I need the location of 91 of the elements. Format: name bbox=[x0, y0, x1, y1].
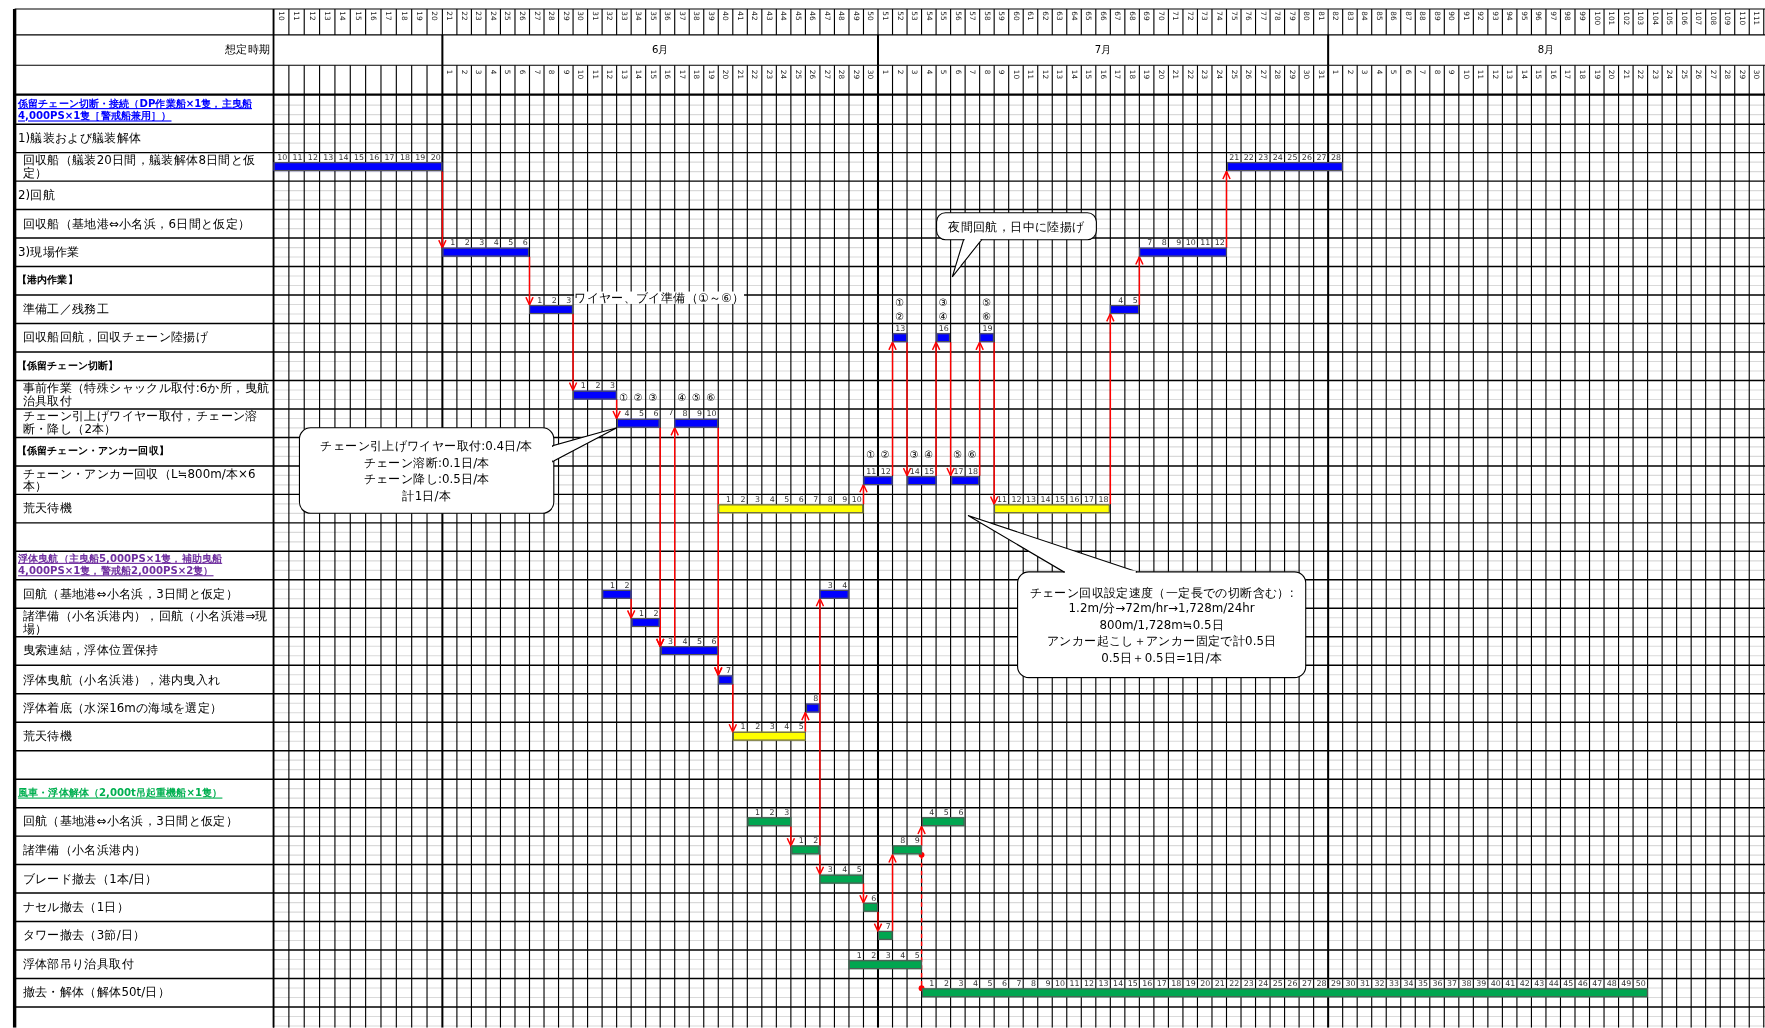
circled-number: ③ bbox=[648, 391, 658, 403]
arrow bbox=[438, 170, 447, 249]
circled-number: ② bbox=[633, 391, 643, 403]
arrow bbox=[815, 597, 825, 847]
arrow bbox=[568, 313, 578, 391]
arrow bbox=[859, 483, 868, 505]
callout-text: アンカー起こし＋アンカー固定で計0.5日 bbox=[1047, 633, 1277, 650]
arrow bbox=[1106, 313, 1115, 505]
row-label: 回収船（基地港⇔小名浜，6日間と仮定） bbox=[22, 217, 252, 231]
month-label: 7月 bbox=[1094, 42, 1112, 58]
row-label: 諸準備（小名浜港内），回航（小名浜港⇒現場） bbox=[22, 609, 269, 636]
row-label: 曳索連結，浮体位置保持 bbox=[22, 644, 160, 658]
circled-number: ③ bbox=[909, 448, 919, 460]
circled-number: ④ bbox=[938, 310, 948, 322]
row-label: 事前作業（特殊シャックル取付:6か所，曳航治具取付 bbox=[22, 381, 271, 408]
arrow bbox=[873, 911, 883, 933]
row-label: 荒天待機 bbox=[22, 502, 74, 516]
section-heading: 係留チェーン切断・接続（DP作業船×1隻，主曳船4,000PS×1隻［警戒船兼用］） bbox=[18, 97, 253, 123]
row-label: 浮体部吊り治具取付 bbox=[22, 957, 135, 971]
callout-text: チェーン溶断:0.1日/本 bbox=[363, 454, 490, 471]
row-label: 回航（基地港⇔小名浜，3日間と仮定） bbox=[22, 587, 240, 601]
circled-number: ① bbox=[619, 391, 629, 403]
circled-number: ② bbox=[895, 310, 905, 322]
callout-text: 0.5日＋0.5日=1日/本 bbox=[1101, 649, 1223, 666]
arrow bbox=[801, 711, 810, 733]
row-label: 浮体曳航（小名浜港），港内曳入れ bbox=[22, 673, 222, 686]
circled-number: ⑥ bbox=[967, 448, 977, 460]
circled-number: ④ bbox=[677, 391, 687, 403]
callout-text: 計1日/本 bbox=[402, 486, 451, 504]
arrow bbox=[713, 654, 723, 676]
row-label: 1)艤装および艤装解体 bbox=[18, 130, 142, 146]
month-label: 8月 bbox=[1537, 42, 1555, 58]
row-label: 諸準備（小名浜港内） bbox=[22, 843, 148, 857]
arrow bbox=[626, 597, 636, 619]
month-label: 6月 bbox=[651, 42, 669, 58]
circled-number: ⑥ bbox=[706, 391, 716, 403]
row-label: 【係留チェーン切断】 bbox=[16, 359, 119, 374]
circled-number: ① bbox=[866, 448, 876, 460]
row-label: タワー撤去（3節/日） bbox=[22, 929, 147, 943]
arrow bbox=[946, 341, 955, 477]
arrow bbox=[931, 341, 941, 477]
arrow bbox=[859, 882, 868, 904]
row-label: ブレード撤去（1本/日） bbox=[22, 872, 159, 886]
callout-text: チェーン引上げワイヤー取付:0.4日/本 bbox=[320, 438, 533, 455]
arrow bbox=[1222, 170, 1231, 249]
row-label: 撤去・解体（解体50t/日） bbox=[22, 986, 171, 1000]
arrow bbox=[786, 825, 796, 847]
circled-number: ③ bbox=[938, 297, 948, 309]
section-heading: 浮体曳航（主曳船5,000PS×1隻，補助曳船4,000PS×1隻，警戒船2,000PS×2隻） bbox=[18, 553, 224, 578]
row-label: 【港内作業】 bbox=[16, 273, 78, 288]
circled-number: ⑥ bbox=[982, 310, 992, 322]
row-label: 荒天待機 bbox=[22, 730, 74, 743]
callout-text: 夜間回航，日中に陸揚げ bbox=[948, 218, 1085, 235]
arrow bbox=[888, 854, 897, 933]
arrow bbox=[989, 341, 999, 505]
circled-number: ⑤ bbox=[982, 297, 992, 309]
row-label: チェーン引上げワイヤー取付，チェーン溶断・降し（2本） bbox=[22, 410, 259, 437]
circled-number: ② bbox=[880, 448, 890, 460]
arrow bbox=[888, 341, 897, 477]
row-label: 【係留チェーン・アンカー回収】 bbox=[16, 444, 169, 459]
arrow bbox=[655, 626, 665, 648]
row-label: チェーン・アンカー回収（L≒800m/本×6本） bbox=[22, 467, 257, 494]
callout-text: チェーン回収設定速度（一定長での切断含む）: bbox=[1029, 584, 1294, 601]
section-heading: 風車・浮体解体（2,000t吊起重機船×1隻） bbox=[18, 787, 224, 800]
row-label: 3)現場作業 bbox=[18, 244, 80, 260]
callout-text: 1.2m/分→72m/hr→1,728m/24hr bbox=[1068, 600, 1255, 617]
callout-text: 800m/1,728m≒0.5日 bbox=[1099, 616, 1224, 633]
row-label: 回航（基地港⇔小名浜，3日間と仮定） bbox=[22, 815, 240, 829]
row-label: 回収船回航，回収チェーン陸揚げ bbox=[22, 331, 210, 345]
circled-number: ⑤ bbox=[691, 391, 702, 403]
arrow bbox=[902, 341, 912, 477]
circled-number: ④ bbox=[924, 448, 934, 460]
dashed-connector bbox=[918, 851, 925, 992]
row-label: 浮体着底（水深16mの海域を選定） bbox=[22, 701, 224, 715]
arrow bbox=[917, 825, 926, 847]
arrow bbox=[525, 256, 534, 306]
arrow bbox=[670, 426, 680, 648]
arrow bbox=[1135, 256, 1144, 306]
row-label: ナセル撤去（1日） bbox=[22, 900, 131, 914]
arrow bbox=[612, 398, 621, 420]
arrow bbox=[975, 341, 984, 477]
arrow bbox=[728, 683, 738, 733]
header-label: 想定時期 bbox=[225, 42, 271, 58]
circled-number: ① bbox=[895, 297, 905, 309]
arrow bbox=[815, 854, 825, 876]
callout-text: チェーン降し:0.5日/本 bbox=[363, 470, 490, 487]
note-text: ワイヤー、ブイ準備（①～⑥） bbox=[574, 291, 744, 304]
row-label: 準備工／残務工 bbox=[22, 302, 111, 316]
row-label: 2)回航 bbox=[18, 187, 55, 203]
row-label: 回収船（艤装20日間，艤装解体8日間と仮定） bbox=[22, 153, 257, 180]
circled-number: ⑤ bbox=[953, 448, 963, 460]
